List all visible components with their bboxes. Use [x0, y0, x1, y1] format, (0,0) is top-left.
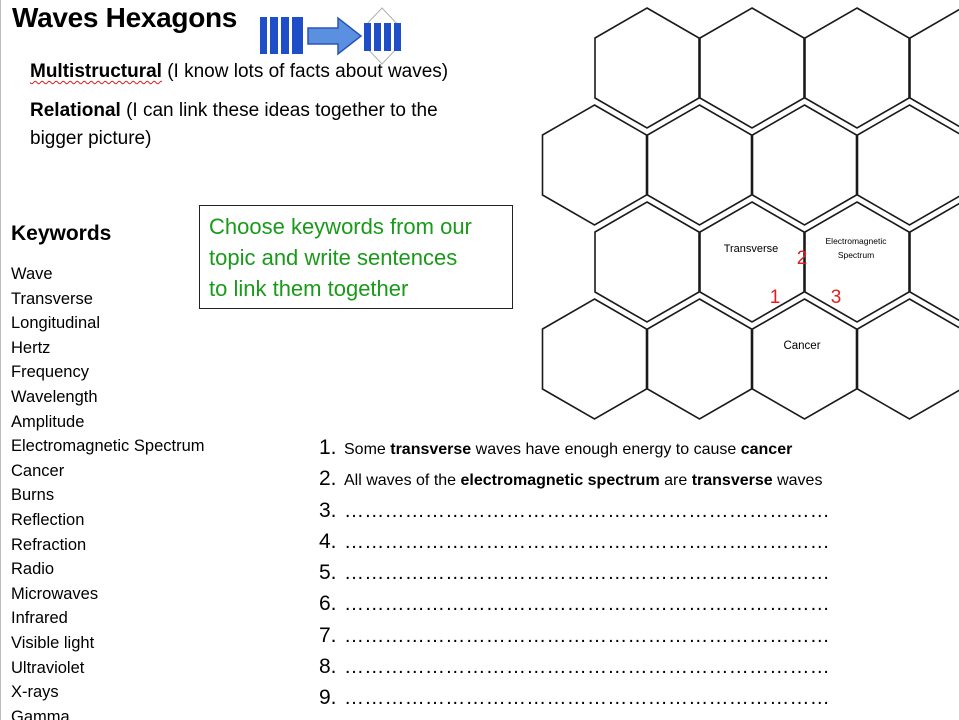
sentence-blank-line[interactable]: 8. ………………………………………………………………	[319, 655, 830, 686]
keyword-item: Reflection	[11, 510, 85, 529]
keywords-heading: Keywords	[11, 222, 112, 245]
sentence-number: 9.	[319, 686, 337, 710]
sentence-number: 2.	[319, 467, 337, 491]
keyword-item: Transverse	[11, 289, 93, 308]
relational-bars-icon	[364, 7, 401, 65]
hexagon-cell	[751, 104, 858, 226]
multistructural-term: Multistructural	[30, 61, 162, 82]
hexagon-cell	[594, 201, 700, 323]
keyword-item: Frequency	[11, 363, 89, 382]
keyword-item: Gamma	[11, 707, 70, 720]
hexagon-cell	[594, 7, 700, 129]
sentence-number: 8.	[319, 655, 337, 679]
relational-description: (I can link these ideas together to the	[120, 100, 438, 121]
dotted-write-line[interactable]: ………………………………………………………………	[344, 593, 830, 616]
solo-progression-icon	[260, 7, 401, 65]
relational-term: Relational	[30, 100, 121, 121]
multistructural-description: (I know lots of facts about waves)	[161, 61, 449, 82]
page-left-rule	[0, 0, 1, 720]
link-number-1: 1	[770, 287, 781, 308]
sentence-number: 1.	[319, 436, 337, 459]
hexagon-cell	[804, 201, 910, 323]
sentence-2: 2. All waves of the electromagnetic spec…	[319, 467, 830, 498]
link-number-2: 2	[797, 248, 808, 269]
instruction-line: to link them together	[209, 276, 409, 301]
hexagon-cell	[646, 298, 753, 420]
multistructural-line: Multistructural (I know lots of facts ab…	[30, 58, 448, 86]
link-number-3: 3	[831, 287, 842, 308]
dotted-write-line[interactable]: ………………………………………………………………	[344, 656, 830, 679]
hex-label-electromagnetic: Electromagnetic	[826, 236, 888, 246]
hexagon-cell	[646, 104, 753, 226]
sentence-number: 7.	[319, 623, 337, 647]
sentence-text: All waves of the electromagnetic spectru…	[344, 472, 823, 490]
hexagon-cell	[541, 298, 648, 420]
keyword-item: Infrared	[11, 609, 68, 628]
sentence-1: 1. Some transverse waves have enough ene…	[319, 436, 830, 467]
hexagon-cell	[909, 8, 959, 128]
multistructural-bars-icon	[260, 17, 303, 54]
sentence-number: 5.	[319, 561, 337, 585]
sentence-list: 1. Some transverse waves have enough ene…	[319, 436, 830, 718]
dotted-write-line[interactable]: ………………………………………………………………	[344, 562, 830, 585]
keyword-item: X-rays	[11, 683, 59, 702]
keyword-item: Electromagnetic Spectrum	[11, 437, 205, 456]
sentence-number: 4.	[319, 529, 337, 553]
keyword-item: Longitudinal	[11, 314, 100, 333]
dotted-write-line[interactable]: ………………………………………………………………	[344, 687, 830, 710]
keyword-item: Radio	[11, 560, 55, 579]
keywords-list: Wave Transverse Longitudinal Hertz Frequ…	[11, 262, 205, 720]
hexagon-cell	[699, 7, 805, 129]
hexagon-cell	[541, 104, 648, 226]
keyword-item: Refraction	[11, 535, 87, 554]
keyword-item: Microwaves	[11, 584, 99, 603]
keyword-item: Burns	[11, 486, 55, 505]
keyword-item: Amplitude	[11, 412, 85, 431]
hexagon-cell	[804, 7, 910, 129]
right-arrow-icon	[307, 16, 363, 56]
hexagon-cell	[856, 298, 959, 420]
keyword-item: Wavelength	[11, 387, 98, 406]
hexagon-cell	[856, 104, 959, 226]
hexagon-cell	[909, 202, 959, 322]
hex-label-spectrum: Spectrum	[838, 250, 874, 260]
keyword-item: Hertz	[11, 338, 51, 357]
sentence-blank-line[interactable]: 9. ………………………………………………………………	[319, 686, 830, 717]
sentence-blank-line[interactable]: 4. ………………………………………………………………	[319, 530, 830, 561]
keyword-item: Cancer	[11, 461, 65, 480]
dotted-write-line[interactable]: ………………………………………………………………	[344, 624, 830, 647]
sentence-blank-line[interactable]: 7. ………………………………………………………………	[319, 624, 830, 655]
keyword-item: Visible light	[11, 633, 95, 652]
sentence-number: 3.	[319, 498, 337, 522]
hexagon-cell	[751, 298, 858, 420]
sentence-blank-line[interactable]: 5. ………………………………………………………………	[319, 561, 830, 592]
relational-line-2: bigger picture)	[30, 128, 152, 149]
dotted-write-line[interactable]: ………………………………………………………………	[344, 499, 830, 522]
keyword-item: Ultraviolet	[11, 658, 85, 677]
hex-label-cancer: Cancer	[783, 340, 820, 352]
hex-label-transverse: Transverse	[724, 243, 779, 255]
sentence-text: Some transverse waves have enough energy…	[344, 441, 793, 458]
sentence-number: 6.	[319, 592, 337, 616]
hexagon-cell	[699, 201, 805, 323]
page-title: Waves Hexagons	[12, 2, 238, 33]
sentence-blank-line[interactable]: 6. ………………………………………………………………	[319, 592, 830, 623]
dotted-write-line[interactable]: ………………………………………………………………	[344, 530, 830, 553]
instruction-line: Choose keywords from our	[209, 214, 472, 239]
relational-line: Relational (I can link these ideas toget…	[30, 97, 438, 125]
instruction-box: Choose keywords from our topic and write…	[199, 205, 513, 309]
keyword-item: Wave	[11, 265, 53, 283]
instruction-line: topic and write sentences	[209, 245, 458, 270]
hexagon-grid: Transverse Electromagnetic Spectrum Canc…	[541, 7, 959, 420]
sentence-blank-line[interactable]: 3. ………………………………………………………………	[319, 499, 830, 530]
